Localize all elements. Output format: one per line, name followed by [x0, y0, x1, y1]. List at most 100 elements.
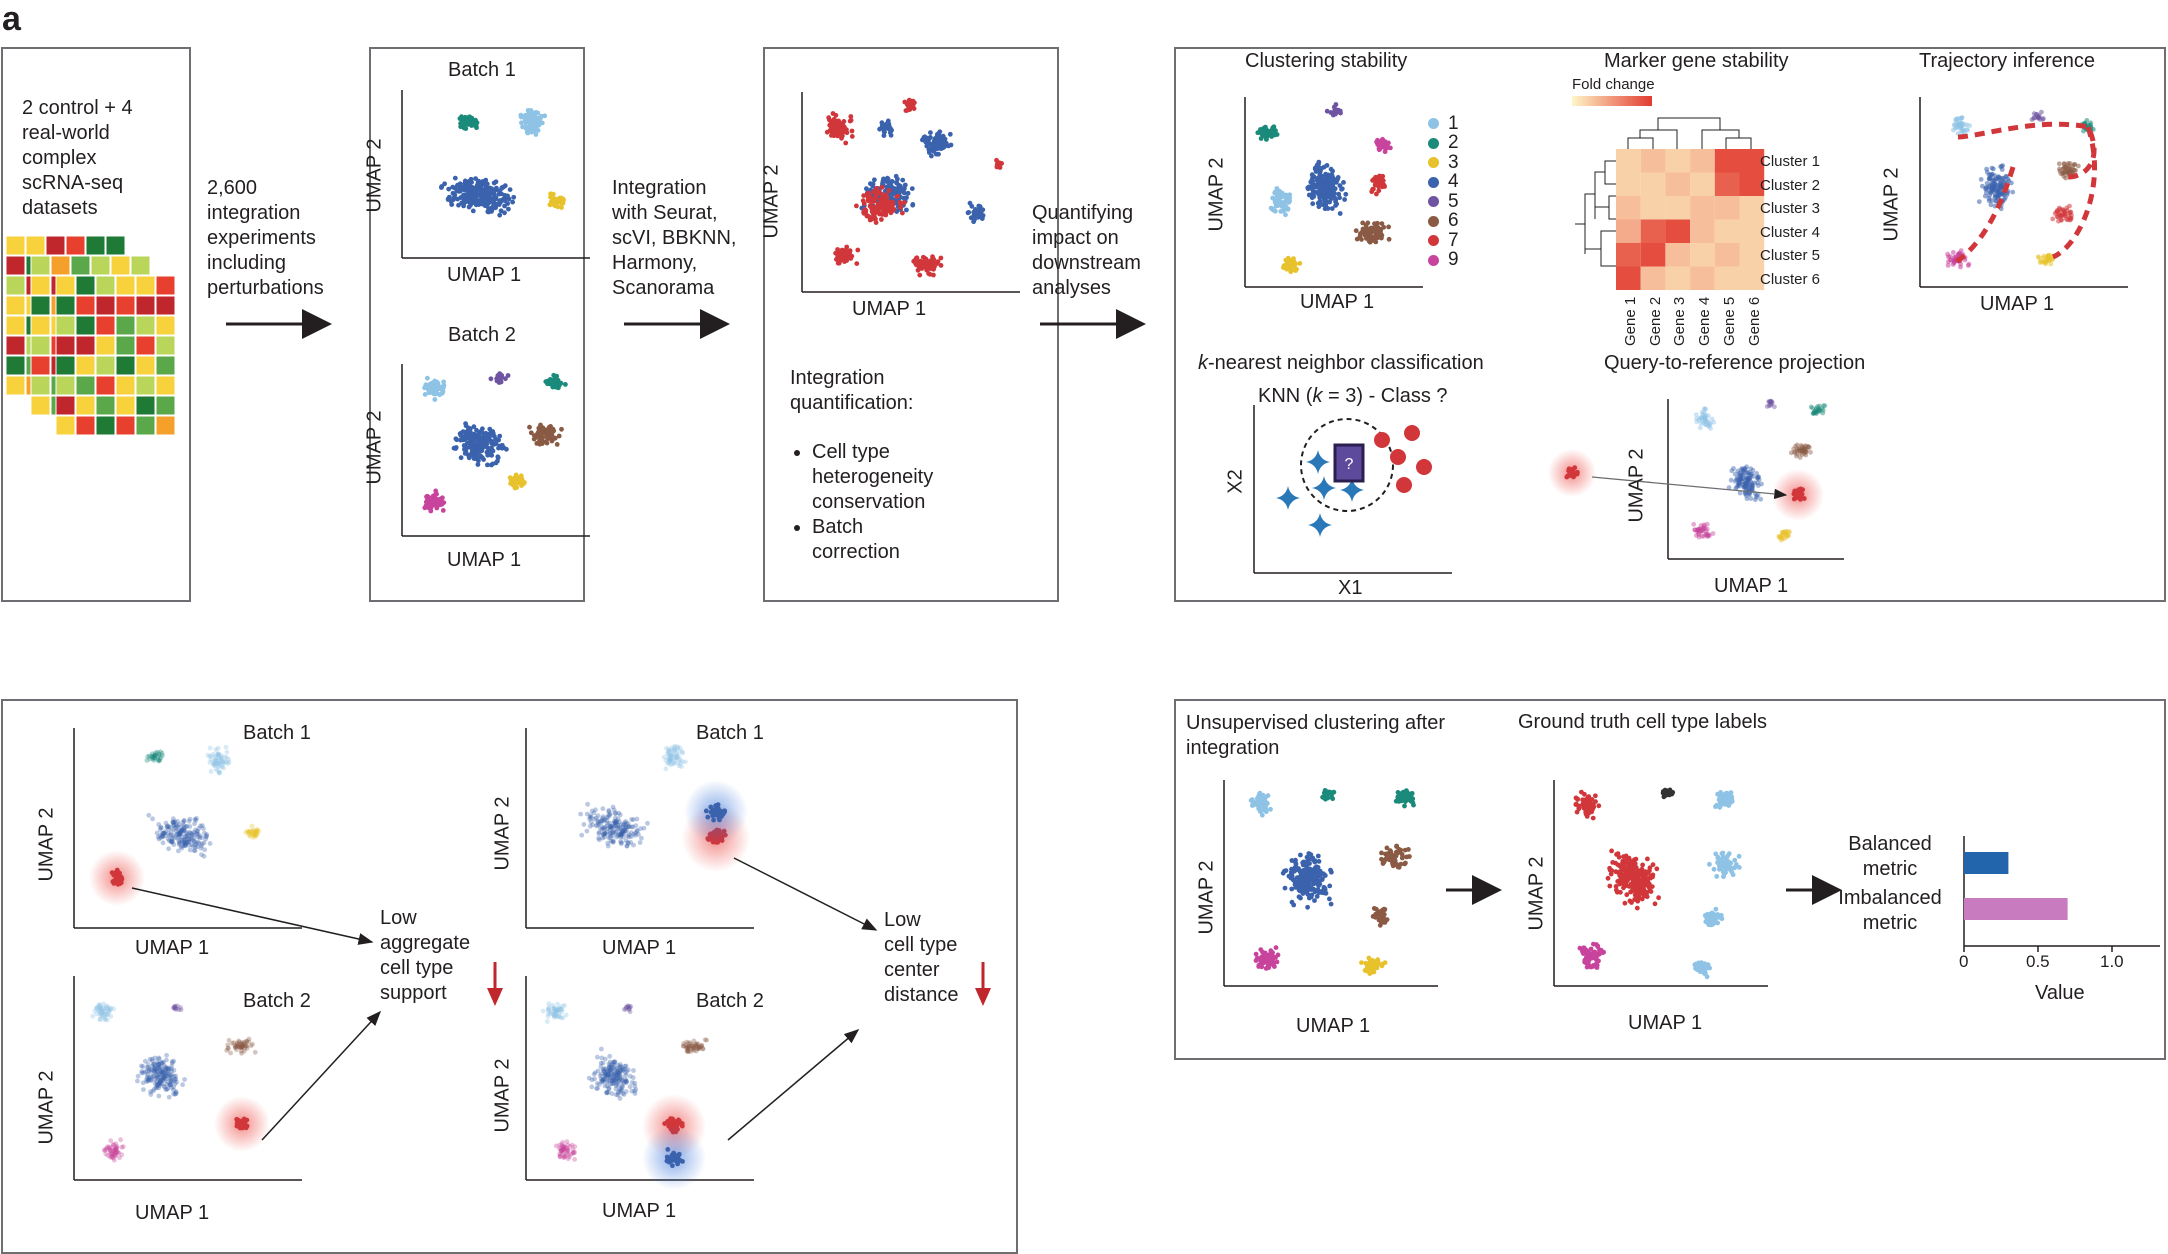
cell-point: [152, 755, 157, 761]
cell-point: [222, 759, 228, 764]
cell-point: [1734, 484, 1740, 490]
cell-cluster: [1320, 788, 1337, 802]
cell-point: [1736, 480, 1742, 486]
cell-point: [152, 1066, 157, 1071]
cell-point: [2035, 114, 2041, 120]
cell-point: [608, 830, 613, 836]
cell-point: [1784, 528, 1789, 534]
cell-point: [164, 1086, 170, 1092]
cell-point: [186, 836, 192, 842]
cell-point: [1819, 406, 1825, 411]
cell-point: [1967, 123, 1972, 128]
cell-point: [256, 828, 262, 834]
cell-cluster: [920, 129, 954, 159]
trajectory-inference-title: Trajectory inference: [1919, 50, 2095, 72]
cell-point: [103, 1016, 108, 1022]
cell-point: [240, 1042, 246, 1048]
cell-point: [447, 194, 452, 200]
umap1-label: UMAP 1: [852, 298, 927, 320]
cell-point: [183, 833, 189, 839]
heatmap-cell: [115, 355, 136, 376]
cell-point: [179, 831, 184, 836]
cell-point: [515, 476, 521, 481]
class-a-point: [1340, 478, 1364, 502]
cell-point: [969, 203, 975, 209]
heatmap-cell: [85, 235, 106, 256]
cell-point: [595, 819, 601, 825]
heatmap-cell: [1714, 149, 1740, 173]
cell-point: [1708, 420, 1713, 426]
cell-point: [1330, 191, 1336, 197]
heatmap-row-label: Cluster 4: [1760, 223, 1821, 241]
cell-point: [935, 146, 940, 152]
cell-cluster: [2035, 252, 2056, 267]
cell-point: [1703, 422, 1709, 427]
cell-point: [668, 753, 674, 759]
heatmap-cell: [1640, 266, 1666, 290]
cell-point: [519, 120, 524, 126]
cell-point: [191, 830, 197, 835]
cell-point: [168, 1079, 174, 1085]
cell-point: [1270, 195, 1276, 201]
cell-cluster: [1281, 255, 1303, 275]
legend-label: 2: [1448, 132, 1459, 154]
cell-point: [109, 1151, 115, 1157]
cell-point: [172, 835, 178, 841]
cell-point: [624, 843, 630, 849]
cell-point: [675, 760, 681, 766]
cell-point: [636, 832, 641, 837]
cell-point: [478, 453, 483, 459]
cell-point: [148, 1069, 154, 1075]
query-projection-plot: [1548, 398, 1844, 560]
legend-swatch: [1428, 254, 1439, 266]
heatmap-cell: [75, 415, 96, 436]
cell-point: [1316, 204, 1322, 210]
cell-point: [1382, 920, 1388, 925]
cell-point: [1696, 532, 1702, 537]
cell-point: [1697, 425, 1703, 431]
cell-point: [108, 1147, 113, 1153]
cell-point: [1758, 496, 1764, 502]
cell-point: [166, 826, 171, 832]
cell-point: [1703, 422, 1709, 428]
cell-point: [535, 110, 541, 116]
cell-point: [145, 1061, 151, 1067]
heatmap-cell: [75, 335, 96, 356]
cell-point: [182, 840, 188, 846]
cell-point: [1395, 850, 1400, 856]
cell-point: [529, 129, 535, 135]
cell-point: [111, 1157, 117, 1163]
cell-point: [158, 1072, 164, 1077]
heatmap-cell: [135, 275, 156, 296]
heatmap-cell: [5, 355, 26, 376]
cell-point: [1816, 406, 1822, 412]
cell-point: [624, 843, 630, 849]
heatmap-cell: [55, 415, 76, 436]
cell-point: [631, 842, 636, 848]
cell-point: [185, 832, 190, 837]
cell-point: [193, 840, 199, 846]
cell-point: [115, 881, 121, 887]
cell-point: [1779, 533, 1785, 538]
cell-point: [1780, 531, 1786, 537]
cell-point: [150, 1058, 155, 1064]
cell-point: [874, 185, 879, 191]
cell-point: [489, 439, 495, 444]
cell-point: [171, 1074, 177, 1079]
cell-point: [2029, 117, 2035, 122]
cell-point: [612, 819, 617, 825]
heatmap-cell: [1616, 196, 1641, 220]
cell-point: [189, 831, 195, 837]
cell-point: [169, 829, 174, 835]
cell-point: [432, 397, 438, 402]
cell-point: [176, 848, 181, 854]
cell-point: [471, 424, 477, 430]
cell-point: [1711, 419, 1717, 425]
col-dendrogram: [1627, 117, 1752, 149]
cell-point: [674, 754, 679, 760]
cell-point: [623, 819, 629, 824]
cell-point: [99, 1010, 105, 1016]
heatmap-cell: [55, 335, 76, 356]
cell-point: [1743, 480, 1749, 486]
